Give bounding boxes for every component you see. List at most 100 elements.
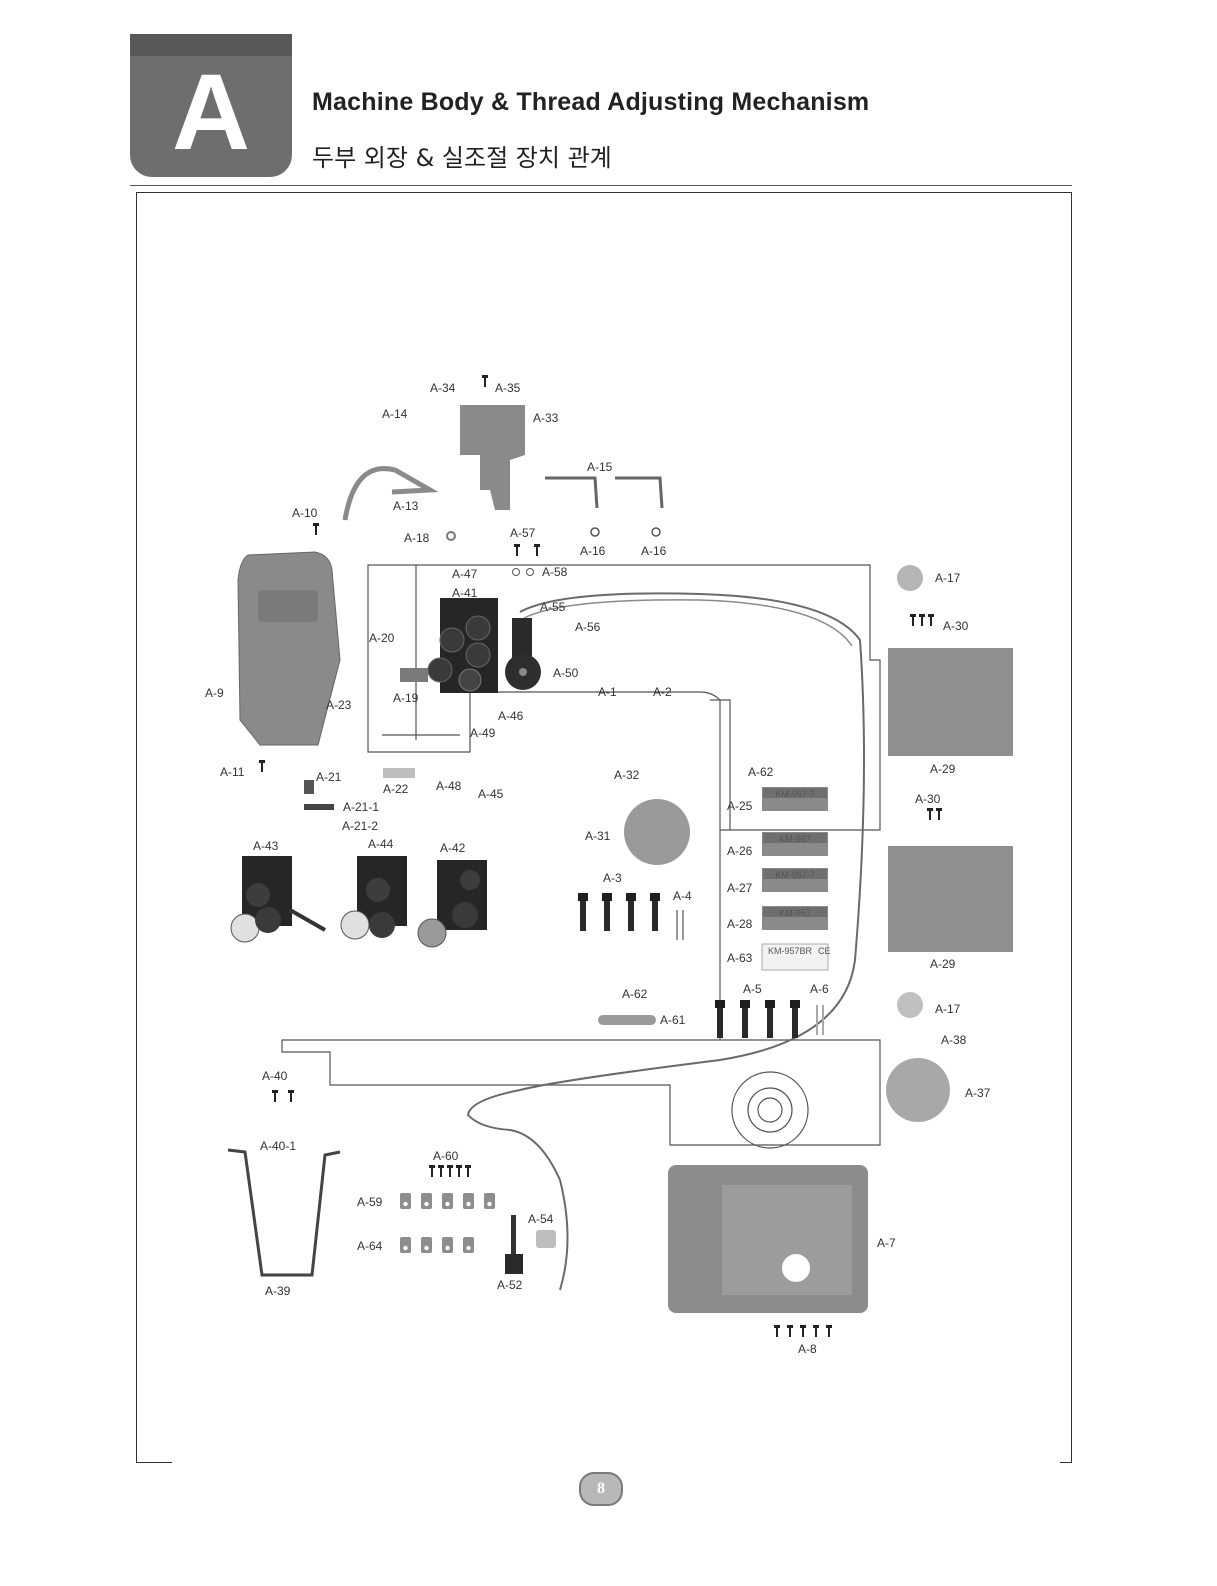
label-a9: A-9 <box>205 686 224 700</box>
tab-a59-3 <box>442 1193 453 1209</box>
ring-a16-left <box>590 527 600 537</box>
label-a30-bottom: A-30 <box>915 792 941 806</box>
screw-a60-1 <box>429 1165 435 1177</box>
label-a42: A-42 <box>440 841 466 855</box>
side-cover-a9 <box>237 551 341 746</box>
label-a61: A-61 <box>660 1013 686 1027</box>
label-a41: A-41 <box>452 586 478 600</box>
label-a32: A-32 <box>614 768 640 782</box>
label-a55: A-55 <box>540 600 566 614</box>
label-a27: A-27 <box>727 881 753 895</box>
nameplate-a27: KM-957-7 <box>762 868 828 892</box>
label-a18: A-18 <box>404 531 430 545</box>
screw-a8-3 <box>800 1325 806 1337</box>
part-a19 <box>400 668 428 682</box>
screw-a40-1 <box>272 1090 278 1102</box>
label-a62-top: A-62 <box>748 765 774 779</box>
bolt-a3-1 <box>578 893 588 931</box>
thread-wire <box>466 592 865 1291</box>
label-a23: A-23 <box>326 698 352 712</box>
diagram-frame <box>136 192 1072 1463</box>
label-a40: A-40 <box>262 1069 288 1083</box>
screw-a40-2 <box>288 1090 294 1102</box>
section-letter: A <box>172 51 250 172</box>
tension-assembly-a44 <box>340 856 407 940</box>
label-a21-1: A-21-1 <box>343 800 379 814</box>
label-a44: A-44 <box>368 837 394 851</box>
label-a13: A-13 <box>393 499 419 513</box>
label-a34: A-34 <box>430 381 456 395</box>
page-number: 8 <box>597 1480 605 1497</box>
hook-a15-left <box>545 476 599 509</box>
bolt-a3-4 <box>650 893 660 931</box>
tab-a64-1 <box>400 1237 411 1253</box>
cover-a37 <box>886 1058 950 1122</box>
page-number-badge <box>579 1472 623 1506</box>
label-a11: A-11 <box>220 765 245 779</box>
label-a10: A-10 <box>292 506 318 520</box>
tab-a64-3 <box>442 1237 453 1253</box>
label-a1: A-1 <box>598 685 617 699</box>
label-a48: A-48 <box>436 779 462 793</box>
label-a22: A-22 <box>383 782 409 796</box>
label-a37: A-37 <box>965 1086 991 1100</box>
tab-a59-1 <box>400 1193 411 1209</box>
label-a58: A-58 <box>542 565 568 579</box>
side-cover-window <box>258 590 318 622</box>
label-a16-left: A-16 <box>580 544 606 558</box>
label-a35: A-35 <box>495 381 521 395</box>
page-title-korean: 두부 외장 & 실조절 장치 관계 <box>312 144 612 172</box>
label-a20: A-20 <box>369 631 395 645</box>
label-a15: A-15 <box>587 460 613 474</box>
ring-a16-right <box>651 527 661 537</box>
part-labels: A-34 A-35 A-14 A-33 A-15 A-13 A-10 A-18 … <box>205 381 991 1356</box>
tab-a64-4 <box>463 1237 474 1253</box>
label-a6: A-6 <box>810 982 829 996</box>
machine-body-outline <box>281 564 881 1149</box>
nameplate-a28-text: KM-957 <box>779 908 811 918</box>
label-a7: A-7 <box>877 1236 896 1250</box>
screw-a60-4 <box>456 1165 462 1177</box>
nameplate-a25: KM-967-7 <box>762 787 828 811</box>
screw-a60-3 <box>447 1165 453 1177</box>
label-a2: A-2 <box>653 685 672 699</box>
screw-a60-5 <box>465 1165 471 1177</box>
ring-a58-2 <box>526 568 534 576</box>
label-a21: A-21 <box>316 770 342 784</box>
screw-a30-4 <box>927 808 933 820</box>
oil-tray-a7 <box>668 1165 868 1313</box>
bolt-a3-2 <box>602 893 612 931</box>
label-a45: A-45 <box>478 787 504 801</box>
label-a40-1: A-40-1 <box>260 1139 296 1153</box>
nameplate-a63-model: KM-957BR <box>768 946 813 956</box>
bolt-a5-2 <box>740 1000 750 1038</box>
screw-a11 <box>259 760 265 772</box>
part-a21-1 <box>304 804 334 810</box>
label-a14: A-14 <box>382 407 408 421</box>
label-a47: A-47 <box>452 567 478 581</box>
label-a3: A-3 <box>603 871 622 885</box>
label-a50: A-50 <box>553 666 579 680</box>
tab-a59-5 <box>484 1193 495 1209</box>
nameplate-a25-text: KM-967-7 <box>775 789 815 799</box>
label-a39: A-39 <box>265 1284 291 1298</box>
label-a62-bottom: A-62 <box>622 987 648 1001</box>
section-tab <box>130 34 292 177</box>
wire-guard-a13 <box>342 466 439 521</box>
part-a52-head <box>505 1254 523 1274</box>
label-a29-bottom: A-29 <box>930 957 956 971</box>
section-tab-band <box>130 34 292 56</box>
nameplate-a63-mark: CE <box>818 946 831 956</box>
ring-a18 <box>446 531 456 541</box>
screw-a57-2 <box>534 544 540 556</box>
label-a52: A-52 <box>497 1278 523 1292</box>
screw-a8-5 <box>826 1325 832 1337</box>
screw-a30-2 <box>919 614 925 626</box>
tension-assembly-a42 <box>417 860 487 948</box>
screw-a34 <box>482 375 488 387</box>
screw-a30-5 <box>936 808 942 820</box>
screw-a30-3 <box>928 614 934 626</box>
screw-a8-4 <box>813 1325 819 1337</box>
label-a4: A-4 <box>673 889 692 903</box>
